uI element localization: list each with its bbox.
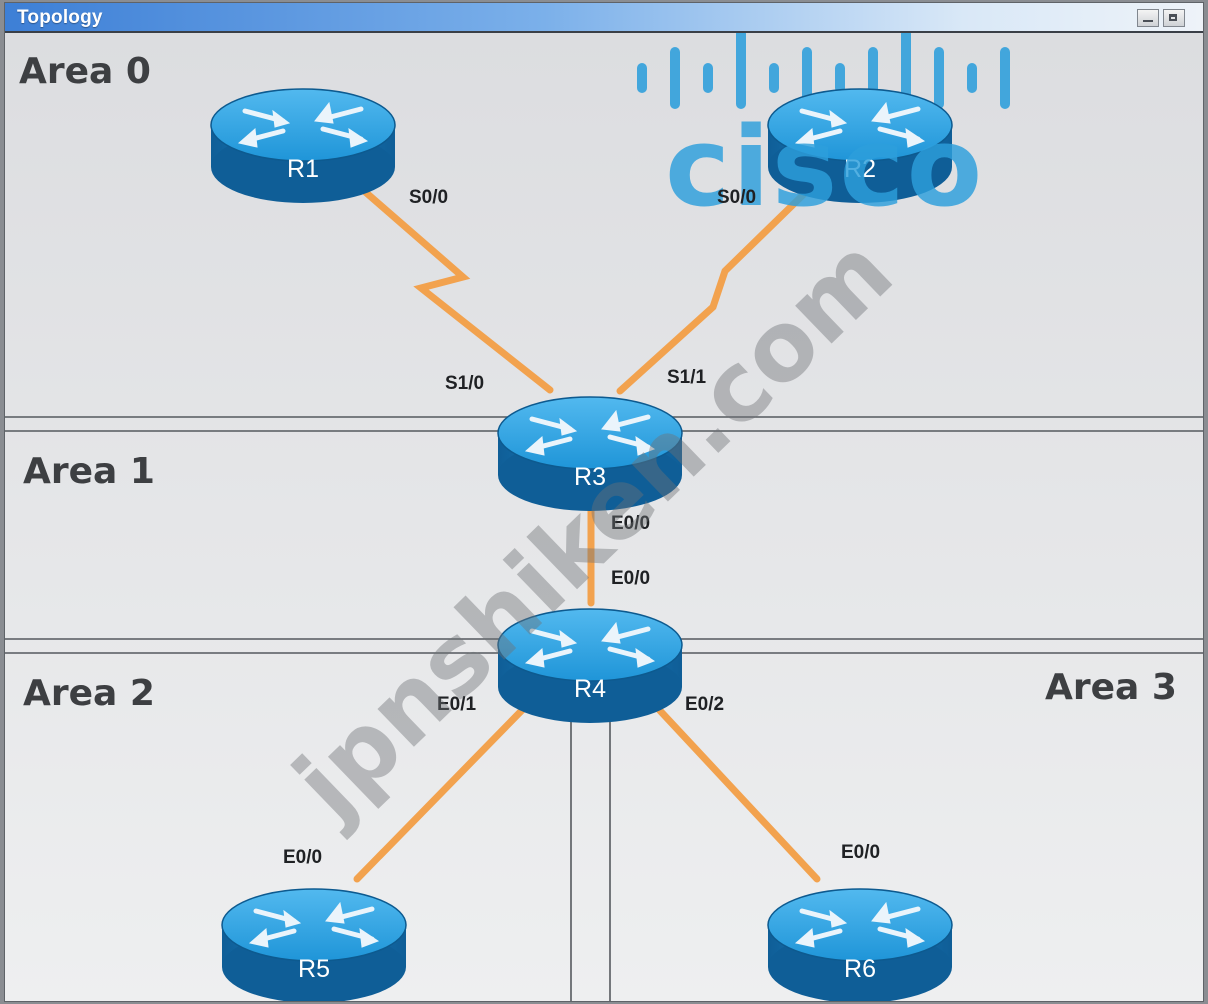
port-label-r2-s0-0: S0/0 xyxy=(717,187,756,208)
port-label-r6-e0-0: E0/0 xyxy=(841,842,880,863)
router-r3[interactable]: R3 xyxy=(498,397,682,511)
port-label-r4-e0-0: E0/0 xyxy=(611,568,650,589)
maximize-button[interactable] xyxy=(1163,9,1185,27)
area-2-label: Area 2 xyxy=(23,673,155,714)
link-r4-r5-ethernet xyxy=(353,697,535,883)
diagram-background xyxy=(5,33,1203,1001)
area-0-label: Area 0 xyxy=(19,51,151,92)
port-label-r3-e0-0: E0/0 xyxy=(611,513,650,534)
link-r1-r3-serial xyxy=(351,179,554,394)
window-titlebar[interactable]: Topology xyxy=(5,3,1203,33)
router-r6-label: R6 xyxy=(844,955,876,983)
cisco-logo xyxy=(637,33,1010,109)
cisco-logo-text: cisco xyxy=(665,103,984,231)
port-label-r3-s1-1: S1/1 xyxy=(667,367,707,388)
link-r2-r3-serial xyxy=(616,189,809,395)
topology-diagram: Area 0 Area 1 Area 2 Area 3 xyxy=(5,33,1203,1002)
minimize-button[interactable] xyxy=(1137,9,1159,27)
port-label-r5-e0-0: E0/0 xyxy=(283,847,322,868)
window-title: Topology xyxy=(17,7,103,28)
router-r4-label: R4 xyxy=(574,675,606,703)
area-1-label: Area 1 xyxy=(23,451,155,492)
link-r4-r6-ethernet xyxy=(647,697,821,883)
area-3-label: Area 3 xyxy=(1045,667,1177,708)
port-label-r3-s1-0: S1/0 xyxy=(445,373,484,394)
router-r3-label: R3 xyxy=(574,463,606,491)
router-r5-label: R5 xyxy=(298,955,330,983)
topology-window: Topology xyxy=(4,2,1204,1002)
router-r4[interactable]: R4 xyxy=(498,609,682,723)
router-r6[interactable]: R6 xyxy=(768,889,952,1002)
port-label-r4-e0-1: E0/1 xyxy=(437,694,477,715)
port-label-r4-e0-2: E0/2 xyxy=(685,694,724,715)
port-label-r1-s0-0: S0/0 xyxy=(409,187,448,208)
router-r1[interactable]: R1 xyxy=(211,89,395,203)
router-r5[interactable]: R5 xyxy=(222,889,406,1002)
router-r1-label: R1 xyxy=(287,155,319,183)
router-r2[interactable]: R2 xyxy=(768,89,952,203)
router-r2-label: R2 xyxy=(844,155,876,183)
